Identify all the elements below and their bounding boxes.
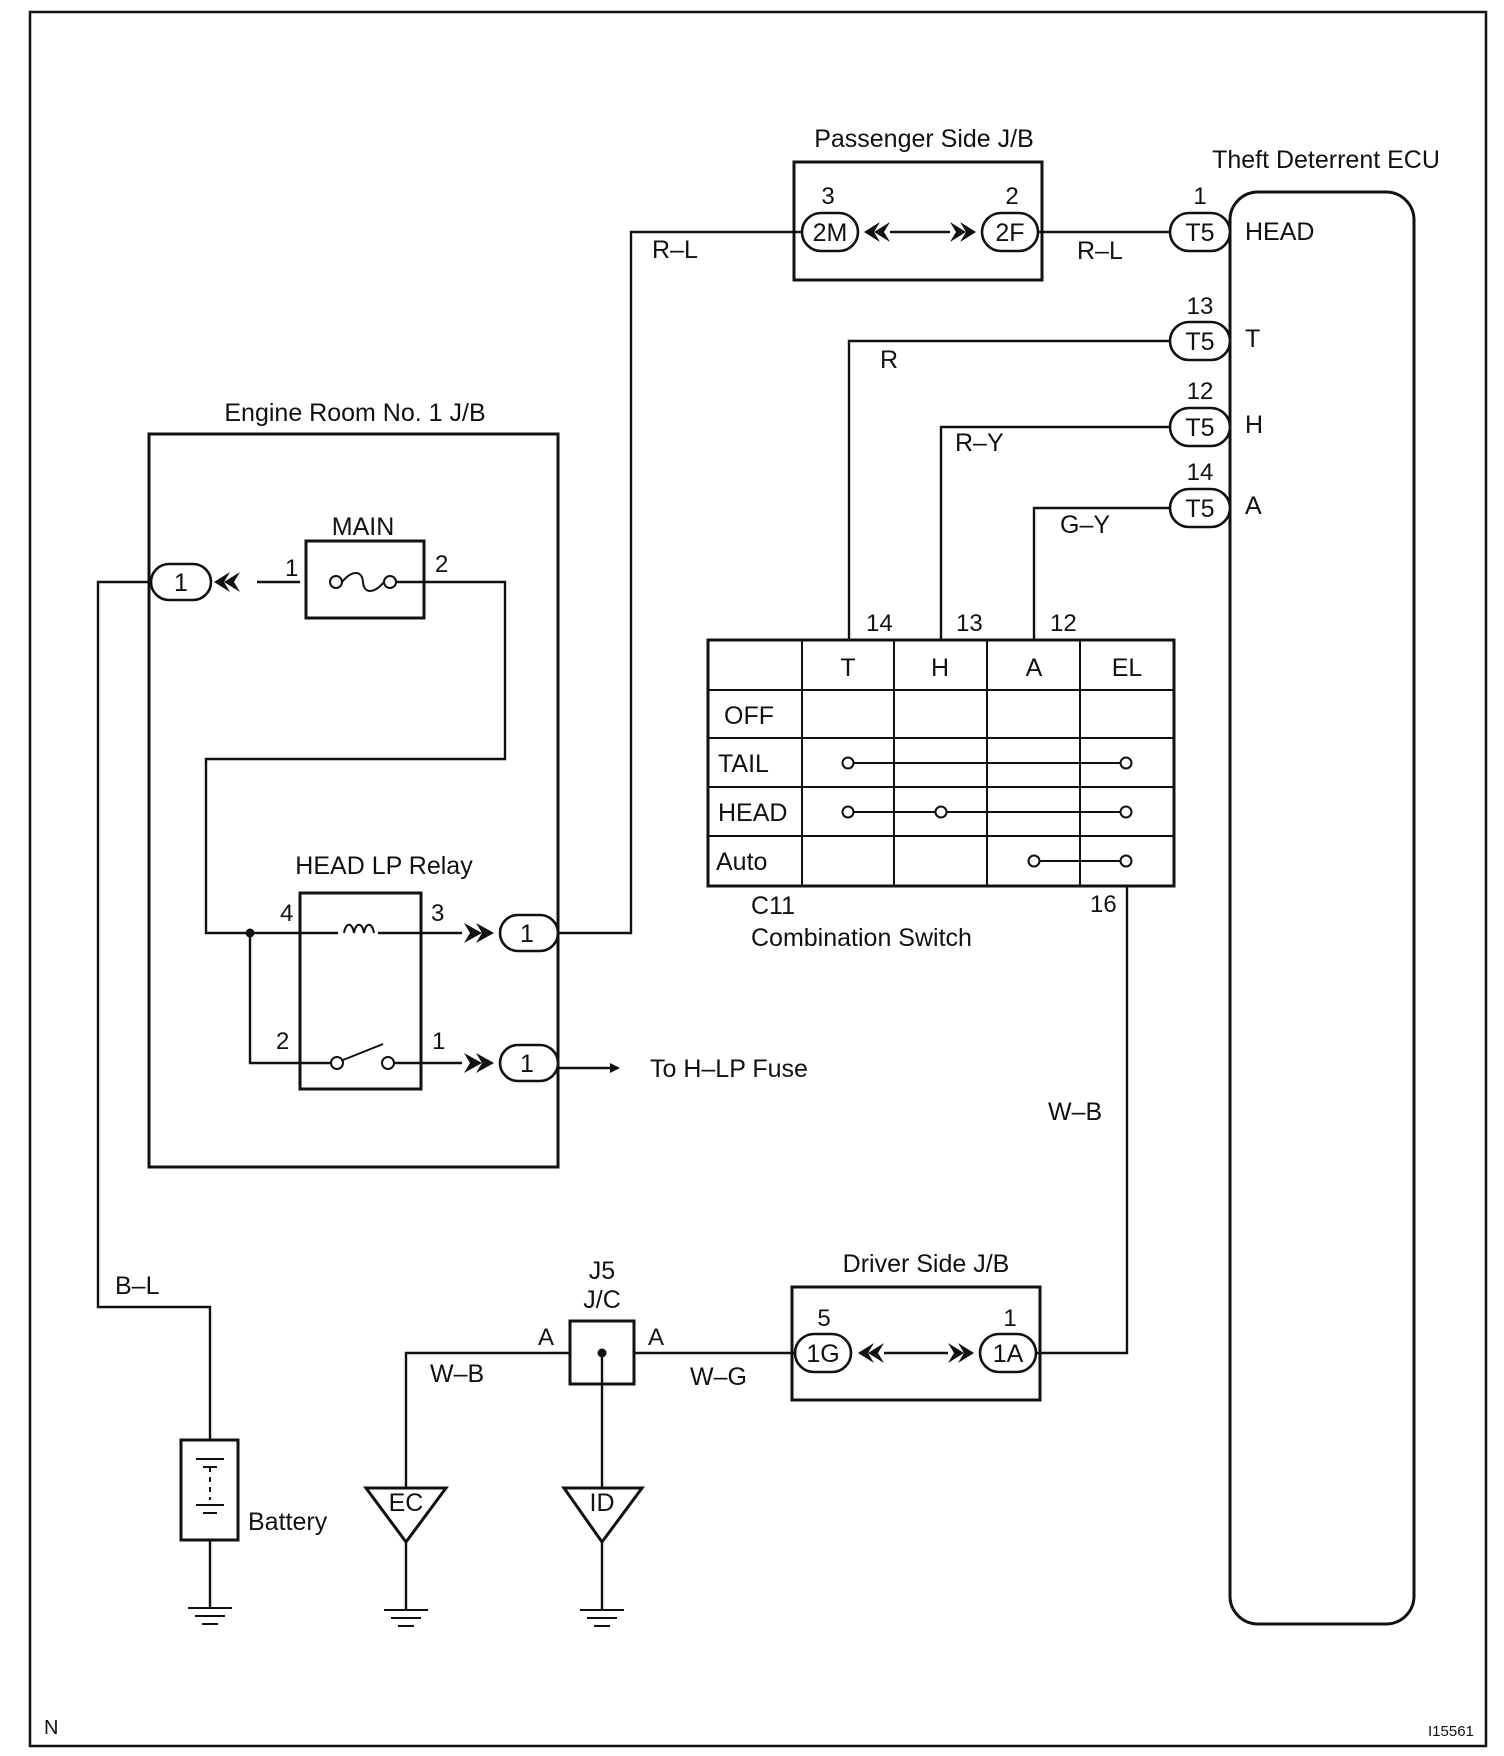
erjb-connector-relay3: 1 bbox=[464, 913, 560, 953]
ecu-connector-head: T5 bbox=[1185, 219, 1214, 247]
wire-wg: W–G bbox=[690, 1363, 747, 1391]
svg-text:1: 1 bbox=[520, 920, 534, 948]
erjb-connector-relay1: 1 bbox=[464, 1043, 560, 1083]
relay-pin-2: 2 bbox=[276, 1028, 289, 1055]
battery-label: Battery bbox=[248, 1508, 328, 1536]
connector-2m: 2M bbox=[813, 219, 848, 247]
pass-pin-2: 2 bbox=[1005, 183, 1018, 210]
driver-pin-1: 1 bbox=[1003, 1305, 1016, 1332]
driver-jb: Driver Side J/B 1G 1A 5 1 bbox=[790, 1250, 1042, 1402]
wire-r: R bbox=[880, 346, 898, 374]
pass-pin-3: 3 bbox=[821, 183, 834, 210]
wire-bl: B–L bbox=[115, 1272, 160, 1300]
erjb-connector-1: 1 bbox=[149, 562, 240, 602]
switch-col-h: H bbox=[931, 654, 949, 682]
combination-switch: T H A EL OFF TAIL HEAD Auto 14 13 12 16 … bbox=[706, 610, 1176, 952]
switch-code: C11 bbox=[751, 892, 795, 920]
ecu-pin-13: 13 bbox=[1187, 293, 1214, 320]
main-pin-2: 2 bbox=[435, 551, 448, 578]
relay-pin-1: 1 bbox=[432, 1028, 445, 1055]
engine-room-jb: Engine Room No. 1 J/B MAIN 1 2 HEAD LP R… bbox=[147, 399, 560, 1169]
connector-1g: 1G bbox=[806, 1340, 839, 1368]
outer-frame bbox=[28, 10, 1488, 1748]
switch-col-a: A bbox=[1026, 654, 1043, 682]
connector-2f: 2F bbox=[995, 219, 1024, 247]
ground-id: ID bbox=[561, 1486, 645, 1627]
engine-room-jb-label: Engine Room No. 1 J/B bbox=[224, 399, 485, 427]
switch-row-auto: Auto bbox=[716, 848, 767, 876]
ecu-pin-14: 14 bbox=[1187, 459, 1214, 486]
to-hlp-fuse-label: To H–LP Fuse bbox=[650, 1055, 808, 1083]
wire-rl-left: R–L bbox=[652, 236, 698, 264]
corner-label-left: N bbox=[44, 1717, 58, 1739]
ecu-connector-a: T5 bbox=[1185, 495, 1214, 523]
ecu-connector-h: T5 bbox=[1185, 414, 1214, 442]
ecu-terminal-h: H bbox=[1245, 411, 1263, 439]
svg-text:ID: ID bbox=[590, 1489, 615, 1517]
wire-rl-right: R–L bbox=[1077, 237, 1123, 265]
jc-pin-a-right: A bbox=[648, 1324, 664, 1351]
ecu-connector-t: T5 bbox=[1185, 328, 1214, 356]
passenger-jb-label: Passenger Side J/B bbox=[814, 125, 1034, 153]
connector-1a: 1A bbox=[993, 1340, 1024, 1368]
relay-pin-4: 4 bbox=[280, 900, 293, 927]
switch-col-t: T bbox=[840, 654, 855, 682]
ground-ec: EC bbox=[363, 1486, 449, 1627]
theft-deterrent-ecu: Theft Deterrent ECU HEAD T H A T5 T5 T5 … bbox=[1168, 146, 1440, 1626]
jc-pin-a-left: A bbox=[538, 1324, 554, 1351]
switch-col-el: EL bbox=[1112, 654, 1143, 682]
wire-ry: R–Y bbox=[955, 429, 1004, 457]
switch-pin-14: 14 bbox=[866, 610, 893, 637]
jc-code: J5 bbox=[589, 1257, 615, 1285]
main-fuse-label: MAIN bbox=[332, 513, 395, 541]
head-lp-relay: HEAD LP Relay 4 3 2 1 bbox=[276, 852, 473, 1091]
switch-row-tail: TAIL bbox=[718, 750, 769, 778]
switch-pin-12: 12 bbox=[1050, 610, 1077, 637]
wire-wb-right: W–B bbox=[1048, 1098, 1102, 1126]
driver-pin-5: 5 bbox=[817, 1305, 830, 1332]
ecu-pin-1: 1 bbox=[1193, 183, 1206, 210]
switch-row-off: OFF bbox=[724, 702, 774, 730]
switch-pin-16: 16 bbox=[1090, 891, 1117, 918]
relay-pin-3: 3 bbox=[431, 900, 444, 927]
head-lp-relay-label: HEAD LP Relay bbox=[295, 852, 473, 880]
ecu-terminal-a: A bbox=[1245, 492, 1262, 520]
svg-text:1: 1 bbox=[174, 569, 188, 597]
fuse-icon bbox=[341, 572, 385, 592]
passenger-jb: Passenger Side J/B 2M 2F 3 2 bbox=[792, 125, 1044, 282]
switch-pin-13: 13 bbox=[956, 610, 983, 637]
battery: Battery bbox=[179, 1438, 328, 1625]
jc-label: J/C bbox=[583, 1286, 621, 1314]
main-pin-1: 1 bbox=[285, 555, 298, 582]
ecu-pin-12: 12 bbox=[1187, 378, 1214, 405]
switch-label: Combination Switch bbox=[751, 924, 972, 952]
ecu-terminal-t: T bbox=[1245, 325, 1260, 353]
junction-connector-j5: J5 J/C A A bbox=[538, 1257, 664, 1386]
svg-text:EC: EC bbox=[389, 1489, 424, 1517]
relay-coil-icon bbox=[343, 923, 375, 934]
wire-wb-left: W–B bbox=[430, 1360, 484, 1388]
corner-label-right: I15561 bbox=[1428, 1723, 1474, 1740]
relay-switch-icon bbox=[342, 1043, 384, 1061]
wire-gy: G–Y bbox=[1060, 511, 1110, 539]
main-fuse: MAIN 1 2 bbox=[285, 513, 448, 620]
svg-text:1: 1 bbox=[520, 1050, 534, 1078]
driver-jb-label: Driver Side J/B bbox=[843, 1250, 1010, 1278]
switch-row-head: HEAD bbox=[718, 799, 787, 827]
ecu-terminal-head: HEAD bbox=[1245, 218, 1314, 246]
ecu-label: Theft Deterrent ECU bbox=[1212, 146, 1440, 174]
